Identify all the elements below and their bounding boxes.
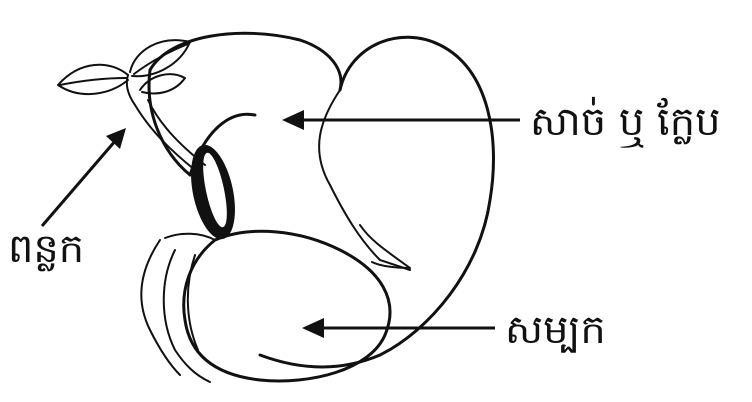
seed-coat-fold-1 xyxy=(141,240,180,375)
sprout-leaf-right-vein xyxy=(134,44,188,74)
sprout-leaf-small xyxy=(140,74,185,93)
cotyledon-inner-fold xyxy=(319,90,410,270)
arrow-coat-head xyxy=(302,318,324,338)
lower-cotyledon xyxy=(184,231,390,381)
arrow-sprout-line xyxy=(42,140,116,226)
arrow-flesh-head xyxy=(282,110,304,130)
label-sprout: ពន្លក xyxy=(8,226,84,272)
label-seed-coat: សម្បក xyxy=(505,307,606,353)
label-flesh-or-cotyledon: សាច់ ឬ ក្លែប xyxy=(530,96,720,148)
seed-coat-flap xyxy=(165,234,215,240)
seed-coat-fold-2 xyxy=(164,250,210,382)
sprout-leaf-left-vein xyxy=(60,78,126,85)
